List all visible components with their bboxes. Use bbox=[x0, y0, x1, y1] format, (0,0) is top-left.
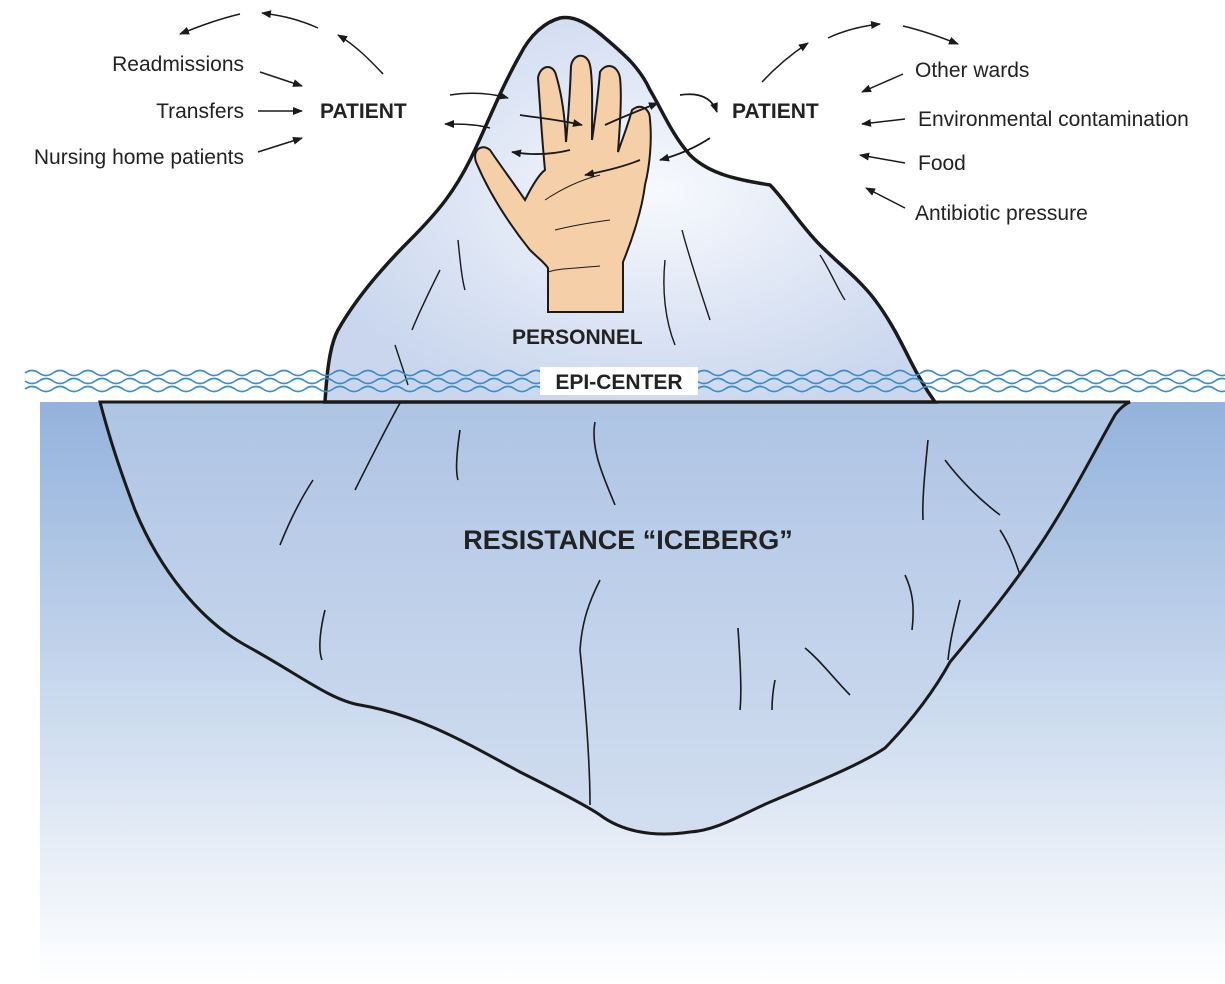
right-patient-node: PATIENT bbox=[732, 100, 819, 123]
label-nursing-home-patients: Nursing home patients bbox=[34, 146, 244, 169]
label-food: Food bbox=[918, 152, 966, 175]
label-environmental-contamination: Environmental contamination bbox=[918, 108, 1189, 131]
label-readmissions: Readmissions bbox=[112, 53, 244, 76]
left-patient-node: PATIENT bbox=[320, 100, 407, 123]
left-arrows bbox=[180, 13, 508, 152]
label-antibiotic-pressure: Antibiotic pressure bbox=[915, 202, 1088, 225]
iceberg-label: RESISTANCE “ICEBERG” bbox=[463, 525, 793, 555]
label-other-wards: Other wards bbox=[915, 59, 1029, 82]
epi-center-label: EPI-CENTER bbox=[555, 371, 682, 394]
personnel-node: PERSONNEL bbox=[512, 326, 643, 349]
label-transfers: Transfers bbox=[156, 100, 244, 123]
